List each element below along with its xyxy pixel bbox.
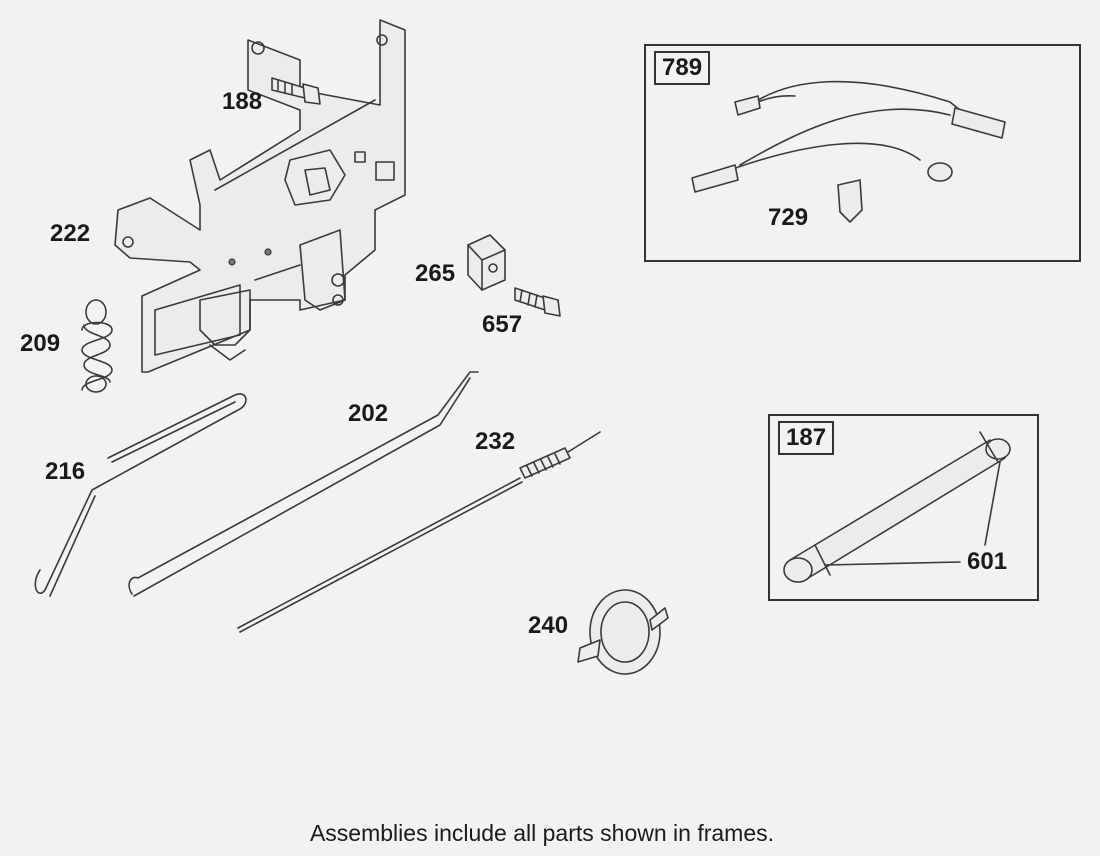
primer-bulb-240-drawing bbox=[577, 589, 669, 675]
screw-657-drawing bbox=[514, 287, 561, 317]
frame-tag-187: 187 bbox=[778, 421, 835, 455]
part-label-222: 222 bbox=[50, 220, 91, 247]
rod-232-drawing bbox=[237, 431, 601, 633]
part-label-240: 240 bbox=[528, 612, 569, 639]
wiring-harness-frame: 789 bbox=[644, 44, 1081, 262]
wiring-harness-729-drawing bbox=[691, 80, 1006, 223]
choke-link-216-drawing bbox=[34, 393, 247, 597]
part-label-232: 232 bbox=[475, 428, 516, 455]
part-label-188: 188 bbox=[222, 88, 263, 115]
fuel-line-601-drawing bbox=[783, 431, 1011, 583]
spring-209-drawing bbox=[81, 299, 113, 393]
link-rod-202-drawing bbox=[128, 371, 479, 597]
fuel-line-frame: 187 bbox=[768, 414, 1039, 601]
part-label-209: 209 bbox=[20, 330, 61, 357]
part-label-216: 216 bbox=[45, 458, 86, 485]
frame-tag-789: 789 bbox=[654, 51, 711, 85]
diagram-caption: Assemblies include all parts shown in fr… bbox=[309, 820, 775, 846]
clip-265-drawing bbox=[467, 234, 506, 291]
part-label-601: 601 bbox=[967, 548, 1008, 575]
part-label-202: 202 bbox=[348, 400, 389, 427]
part-label-265: 265 bbox=[415, 260, 456, 287]
control-bracket-drawing bbox=[114, 19, 406, 373]
part-label-729: 729 bbox=[768, 204, 809, 231]
part-label-657: 657 bbox=[482, 311, 523, 338]
bolt-188-drawing bbox=[271, 77, 321, 105]
